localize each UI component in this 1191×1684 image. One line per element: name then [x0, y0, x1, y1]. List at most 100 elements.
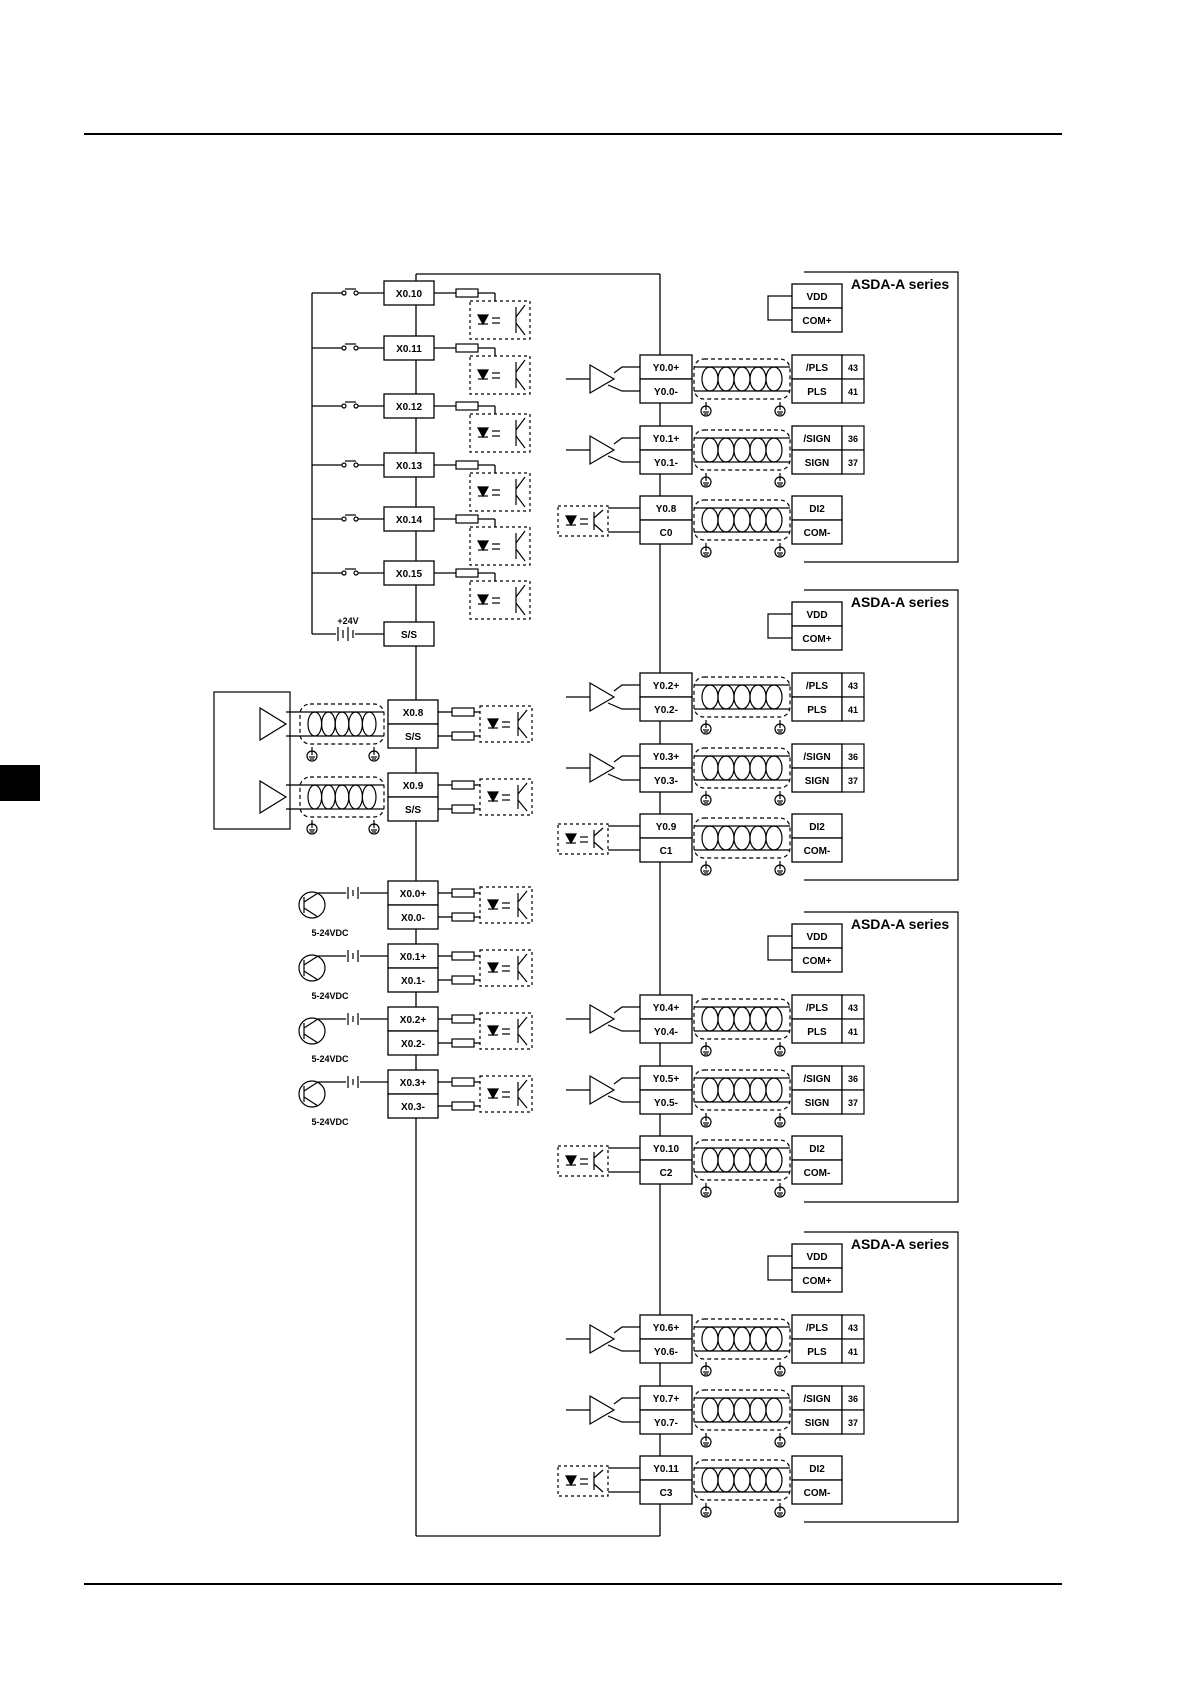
resistor-icon	[451, 888, 475, 898]
line-driver-icon	[566, 363, 616, 395]
terminal-label: S/S	[401, 630, 417, 641]
pin-number-box	[841, 1338, 865, 1364]
switch-icon	[341, 401, 359, 409]
terminal-label: COM+	[802, 634, 831, 645]
servo-pin-terminal	[791, 1018, 843, 1044]
pin-number: 36	[848, 434, 858, 444]
plc-output-terminal	[639, 994, 693, 1020]
terminal-sink-plus	[387, 1006, 439, 1032]
ground-icon	[774, 720, 786, 735]
ground-icon	[774, 1433, 786, 1448]
plc-output-terminal	[639, 1479, 693, 1505]
terminal-label: C1	[660, 846, 673, 857]
terminal-label: Y0.3-	[654, 776, 678, 787]
terminal-label: Y0.7-	[654, 1418, 678, 1429]
terminal-label: X0.9	[403, 781, 424, 792]
ground-icon	[306, 747, 318, 762]
ground-icon	[700, 1183, 712, 1198]
line-driver-icon	[259, 779, 288, 815]
shielded-cable-output	[693, 1139, 791, 1181]
plc-output-terminal	[639, 813, 693, 839]
ground-icon	[306, 820, 318, 835]
servo-frame	[804, 271, 959, 563]
terminal-label: /SIGN	[803, 1394, 830, 1405]
line-driver-icon	[566, 681, 616, 713]
ground-icon	[700, 861, 712, 876]
plc-output-terminal	[639, 767, 693, 793]
voltage-label: 5-24VDC	[311, 1054, 349, 1064]
shielded-cable-output	[693, 1389, 791, 1431]
terminal-label: /PLS	[806, 1003, 829, 1014]
servo-series-title: ASDA-A series	[851, 594, 950, 610]
servo-pin-terminal	[791, 1479, 843, 1505]
wire-path	[613, 1077, 640, 1085]
encoder-box	[213, 691, 291, 830]
terminal-label: C2	[660, 1168, 673, 1179]
pin-number: 43	[848, 1323, 858, 1333]
terminal-label: COM+	[802, 316, 831, 327]
ground-icon	[774, 1183, 786, 1198]
pin-number: 36	[848, 1074, 858, 1084]
wire-path	[613, 1326, 640, 1334]
ground-icon	[368, 747, 380, 762]
ground-icon	[774, 1042, 786, 1057]
terminal-label: DI2	[809, 1464, 825, 1475]
terminal-diff-common	[387, 723, 439, 749]
vdd-jumper	[767, 1255, 792, 1281]
line-driver-icon	[566, 1394, 616, 1426]
terminal-label: COM+	[802, 1276, 831, 1287]
terminal-label: X0.0-	[401, 913, 425, 924]
vdd-jumper	[767, 935, 792, 961]
terminal-label: COM-	[804, 1168, 831, 1179]
ground-icon	[700, 1113, 712, 1128]
servo-pin-terminal	[791, 354, 843, 380]
plc-output-terminal	[639, 696, 693, 722]
terminal-label: Y0.4+	[653, 1003, 680, 1014]
servo-series-title: ASDA-A series	[851, 916, 950, 932]
servo-com-plus-terminal	[791, 947, 843, 973]
vdd-jumper	[767, 613, 792, 639]
ground-icon	[700, 473, 712, 488]
servo-pin-terminal	[791, 425, 843, 451]
wire-path	[607, 1415, 640, 1423]
ground-icon	[700, 791, 712, 806]
shielded-cable-output	[693, 429, 791, 471]
vdd-jumper	[767, 295, 792, 321]
terminal-label: Y0.5+	[653, 1074, 680, 1085]
ground-icon	[774, 791, 786, 806]
wire-path	[607, 1095, 640, 1103]
resistor-icon	[451, 780, 475, 790]
wire-path	[607, 1024, 640, 1032]
ground-icon	[700, 402, 712, 417]
resistor-icon	[451, 731, 475, 741]
terminal-label: C0	[660, 528, 673, 539]
wire-path	[613, 366, 640, 374]
photocoupler-icon	[479, 1075, 533, 1113]
ground-icon	[700, 543, 712, 558]
terminal-label: Y0.1+	[653, 434, 680, 445]
terminal-sink-minus	[387, 1030, 439, 1056]
terminal-diff-signal	[387, 772, 439, 798]
battery-icon	[347, 887, 359, 899]
terminal-label: SIGN	[805, 1418, 829, 1429]
ground-icon	[774, 861, 786, 876]
plc-output-terminal	[639, 425, 693, 451]
servo-pin-terminal	[791, 743, 843, 769]
wire-path	[607, 384, 640, 392]
wire-path	[607, 1344, 640, 1352]
terminal-sink-minus	[387, 967, 439, 993]
resistor-icon	[451, 1014, 475, 1024]
voltage-label: 5-24VDC	[311, 1117, 349, 1127]
shielded-cable-input	[299, 703, 385, 745]
terminal-label: Y0.11	[653, 1464, 679, 1475]
terminal-label: X0.13	[396, 461, 423, 472]
terminal-label: COM-	[804, 1488, 831, 1499]
plc-output-terminal	[639, 1159, 693, 1185]
servo-pin-terminal	[791, 1135, 843, 1161]
wire-path	[613, 1397, 640, 1405]
terminal-label: Y0.0-	[654, 387, 678, 398]
terminal-label: Y0.2+	[653, 681, 680, 692]
line-driver-icon	[566, 1003, 616, 1035]
servo-frame	[804, 589, 959, 881]
